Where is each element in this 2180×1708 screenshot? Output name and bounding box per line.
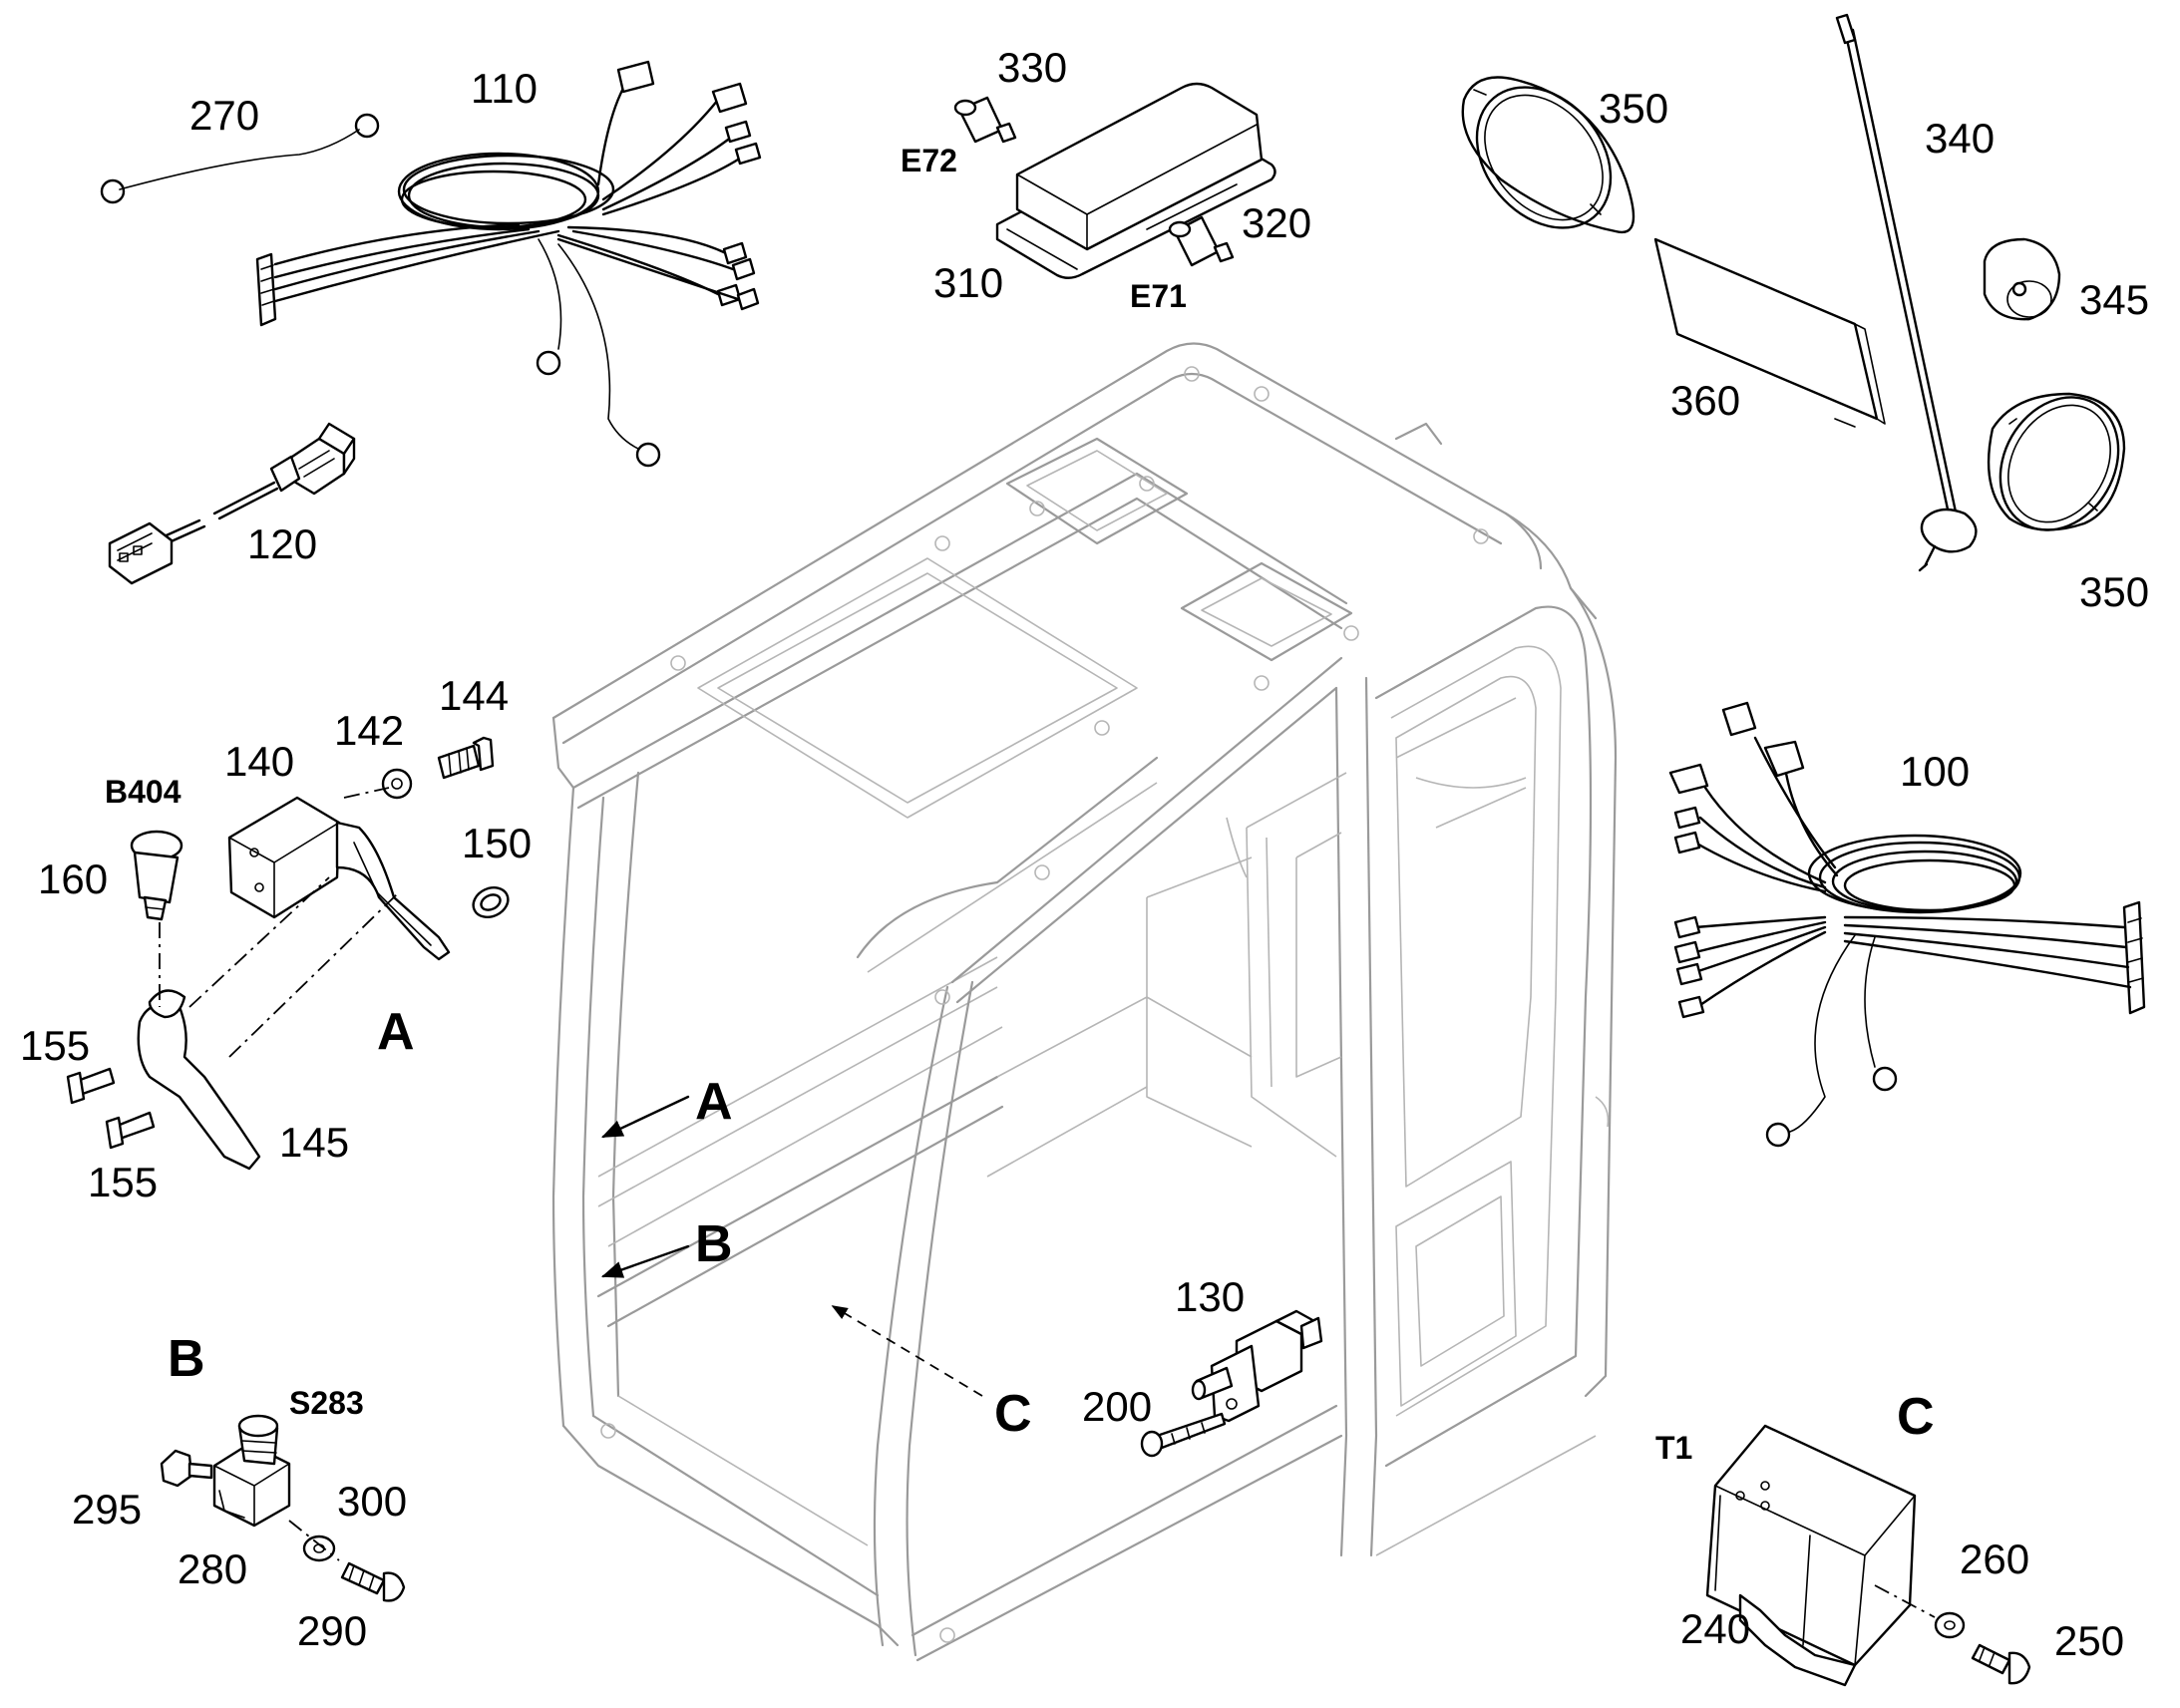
label-144: 144 xyxy=(439,672,509,719)
label-145: 145 xyxy=(279,1119,349,1166)
label-280: 280 xyxy=(178,1545,247,1592)
label-160: 160 xyxy=(38,855,108,902)
label-155-top: 155 xyxy=(20,1022,90,1069)
label-330: 330 xyxy=(997,44,1067,91)
label-150: 150 xyxy=(462,820,532,866)
label-140: 140 xyxy=(224,738,294,785)
part-labels: 110 270 120 330 310 320 350 340 345 360 … xyxy=(20,44,2149,1664)
code-t1: T1 xyxy=(1655,1430,1692,1466)
cab-frame xyxy=(551,342,1618,1662)
label-250: 250 xyxy=(2054,1617,2124,1664)
view-a-arrow: A xyxy=(695,1073,733,1131)
screw-200 xyxy=(1140,1412,1227,1458)
label-295: 295 xyxy=(72,1486,142,1533)
label-350-bottom: 350 xyxy=(2079,568,2149,615)
component-codes: E72 E71 B404 S283 T1 xyxy=(105,143,1692,1466)
wiring-harness-110 xyxy=(100,60,762,468)
label-142: 142 xyxy=(334,707,404,754)
speaker-360 xyxy=(1653,237,1886,428)
label-120: 120 xyxy=(247,520,317,567)
label-360: 360 xyxy=(1670,377,1740,424)
view-arrows xyxy=(600,1095,983,1397)
wiring-harness-100 xyxy=(1668,701,2146,1148)
label-350-top: 350 xyxy=(1599,85,1668,132)
label-270: 270 xyxy=(189,92,259,139)
label-300: 300 xyxy=(337,1478,407,1525)
detail-a-assembly xyxy=(66,736,510,1171)
dome-lamp-assembly xyxy=(953,82,1276,279)
antenna-340 xyxy=(1835,13,1978,572)
code-b404: B404 xyxy=(105,774,182,810)
connector-cable-120 xyxy=(108,422,356,585)
label-260: 260 xyxy=(1960,1536,2029,1582)
view-b-detail: B xyxy=(168,1330,205,1388)
label-345: 345 xyxy=(2079,276,2149,323)
label-130: 130 xyxy=(1175,1273,1245,1320)
grommet-345 xyxy=(1983,237,2061,321)
speaker-grille-350-bottom xyxy=(1987,392,2126,531)
code-e72: E72 xyxy=(901,143,957,178)
label-290: 290 xyxy=(297,1607,367,1654)
label-100: 100 xyxy=(1900,748,1970,795)
label-240: 240 xyxy=(1680,1605,1750,1652)
label-320: 320 xyxy=(1242,199,1311,246)
view-a-detail: A xyxy=(377,1003,415,1061)
label-200: 200 xyxy=(1082,1383,1152,1430)
door-switch-130 xyxy=(1191,1309,1323,1423)
label-155-bottom: 155 xyxy=(88,1159,158,1205)
speaker-grille-350-top xyxy=(1461,76,1635,234)
code-e71: E71 xyxy=(1130,278,1187,314)
label-310: 310 xyxy=(933,259,1003,306)
view-letters: A B C A B C xyxy=(168,1003,1935,1446)
code-s283: S283 xyxy=(289,1385,364,1421)
detail-c-assembly xyxy=(1705,1424,2031,1687)
detail-b-assembly xyxy=(160,1414,406,1602)
view-c-arrow: C xyxy=(994,1385,1032,1443)
label-110: 110 xyxy=(471,65,538,112)
label-340: 340 xyxy=(1925,115,1995,162)
view-b-arrow: B xyxy=(695,1215,733,1273)
view-c-detail: C xyxy=(1897,1388,1935,1446)
